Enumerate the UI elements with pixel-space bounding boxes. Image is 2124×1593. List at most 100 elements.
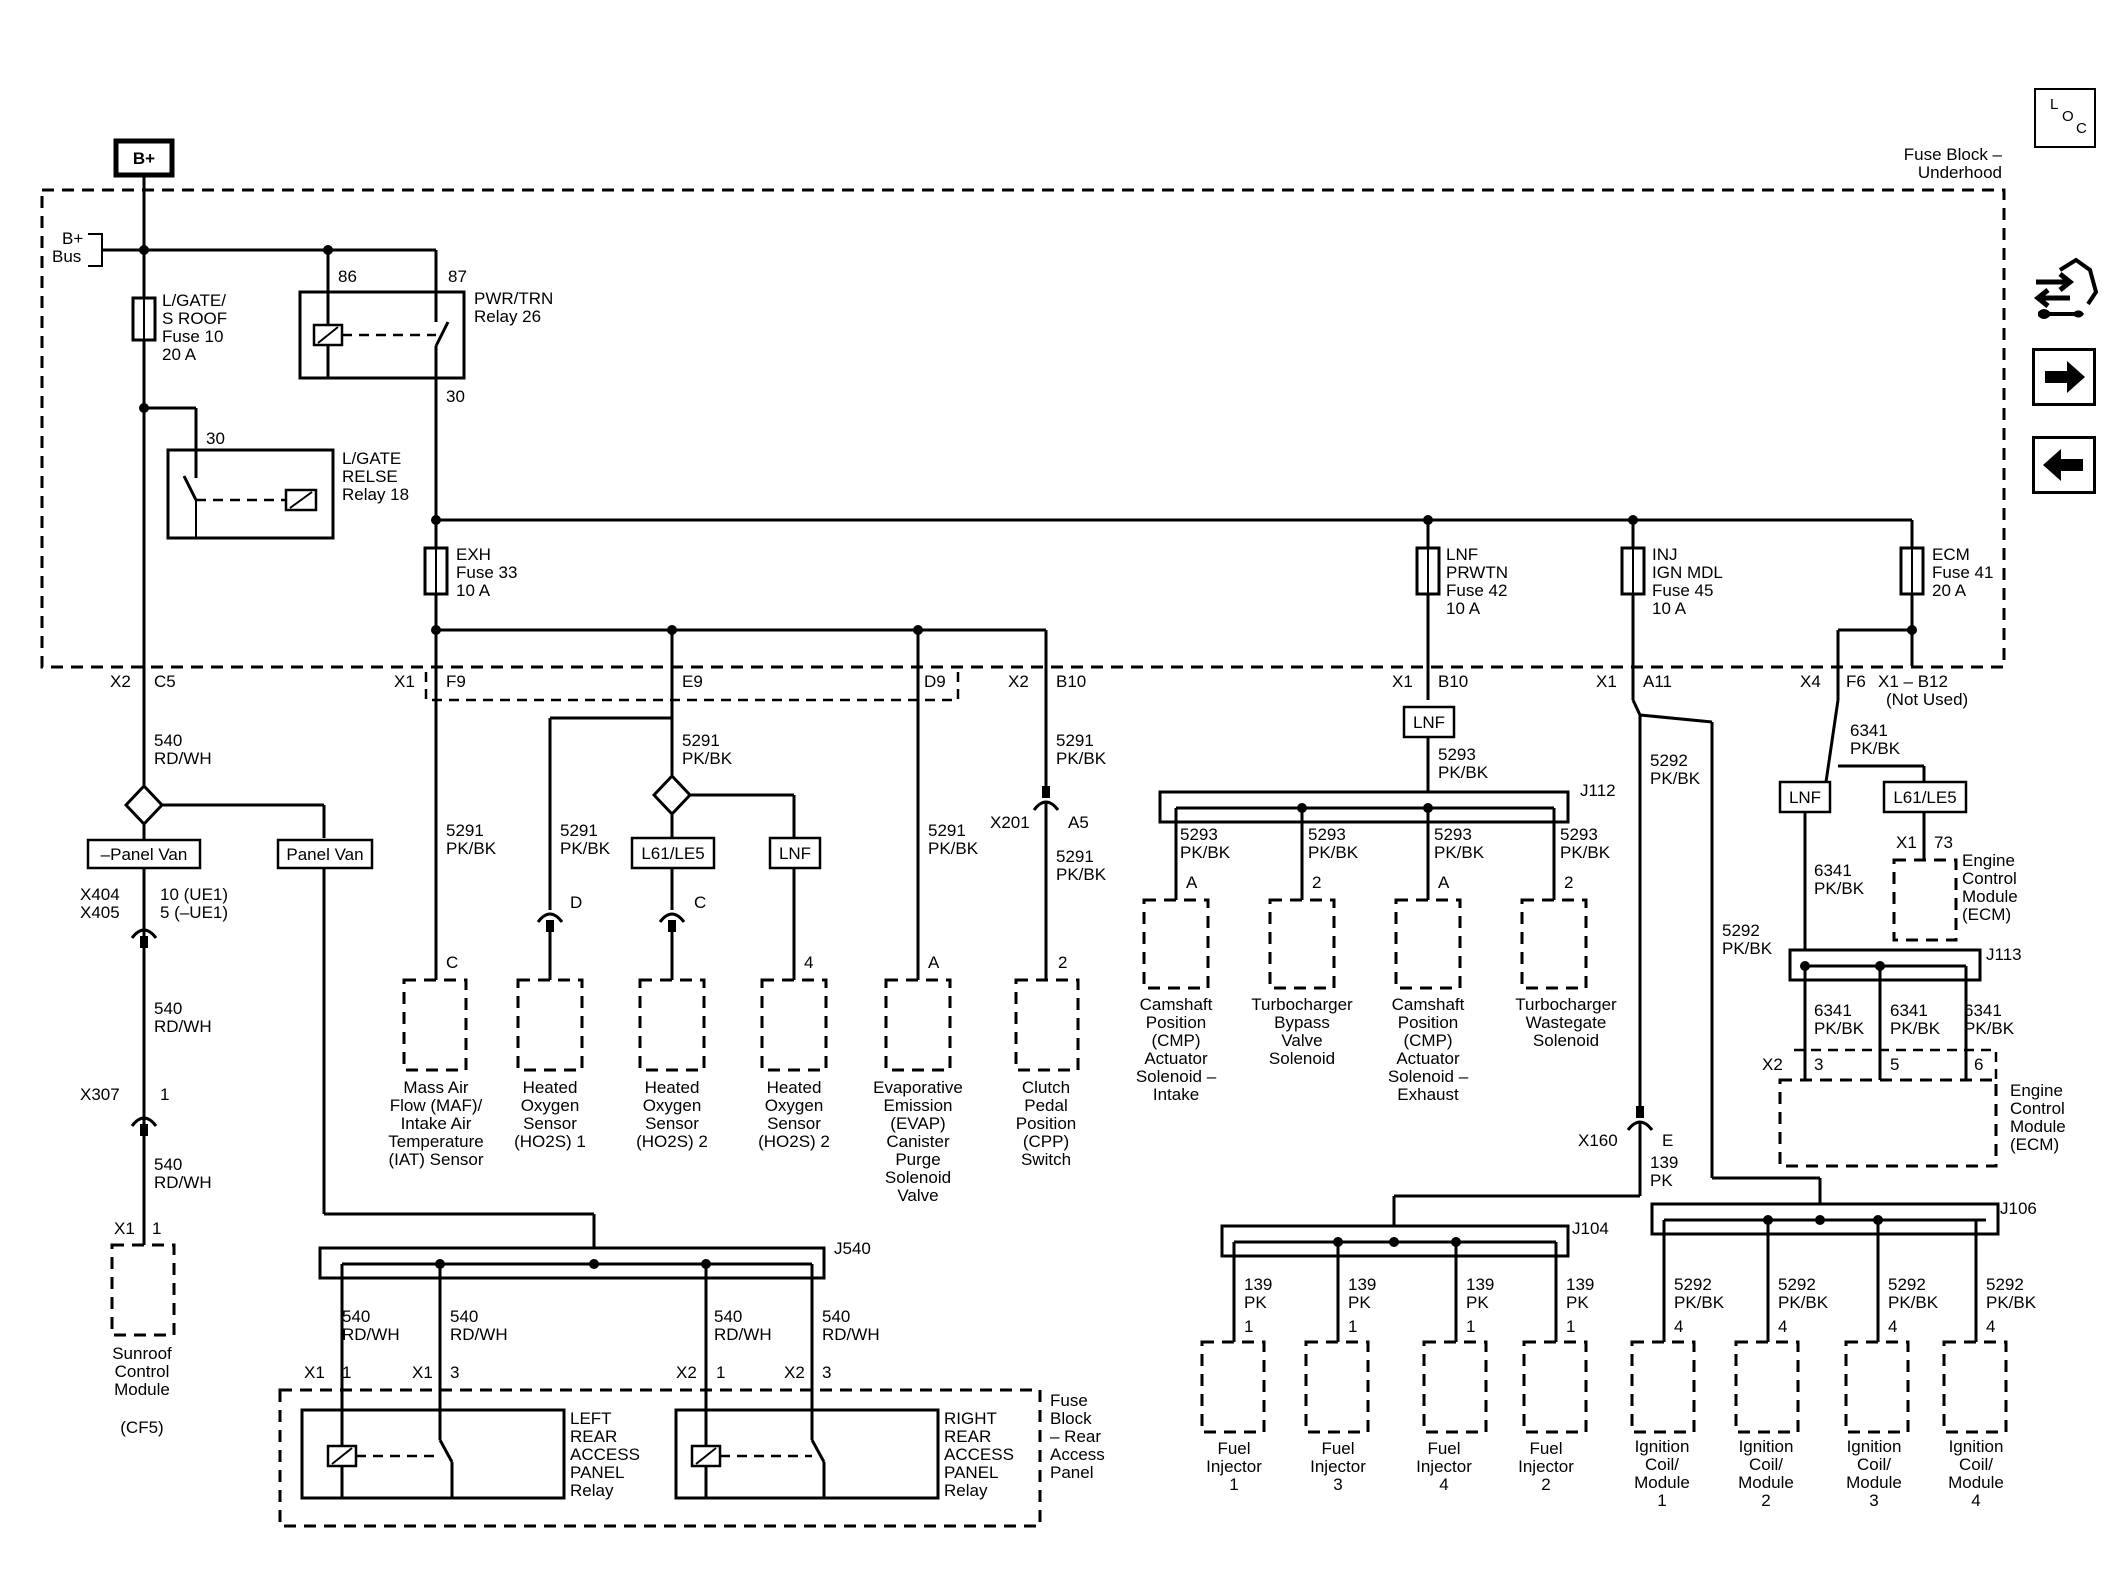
- turbocharger-bypass-valve-solenoid: [1268, 898, 1336, 990]
- ic2-pin: 4: [1778, 1317, 1787, 1336]
- j113-label: J113: [1986, 945, 2022, 964]
- fuel-injector-3: [1304, 1340, 1370, 1434]
- wire-5291-cpp-2: 5291: [1056, 847, 1094, 866]
- ecm-fuse-label-3: 20 A: [1932, 581, 1967, 600]
- j540-label: J540: [834, 1239, 871, 1258]
- previous-page-arrow-icon[interactable]: [2032, 436, 2096, 494]
- connector-views-icon[interactable]: [2030, 252, 2102, 328]
- ecm-pin-3: 3: [1814, 1055, 1823, 1074]
- clutch-pedal-position-switch: [1014, 978, 1080, 1072]
- evap-label-2: Emission: [884, 1096, 953, 1115]
- ecm-top-label-2: Control: [1962, 869, 2017, 888]
- wire-pkbk-5293-1: PK/BK: [1180, 843, 1231, 862]
- lrelay-label-2: REAR: [570, 1427, 617, 1446]
- loc-icon[interactable]: L O C: [2034, 88, 2096, 148]
- tws-label-2: Wastegate: [1526, 1013, 1607, 1032]
- fbr-label-1: Fuse: [1050, 1391, 1088, 1410]
- wire-5293-4: 5293: [1560, 825, 1598, 844]
- ic2-label-3: Module: [1738, 1473, 1794, 1492]
- ic2-label-2: Coil/: [1749, 1455, 1783, 1474]
- pin-r1: 1: [716, 1363, 725, 1382]
- lnf-label-3: Fuse 42: [1446, 581, 1507, 600]
- wire-pkbk-e9: PK/BK: [682, 749, 733, 768]
- rr-color-2: RD/WH: [822, 1325, 880, 1344]
- ecm-bot-label-4: (ECM): [2010, 1135, 2059, 1154]
- ecm-bot-label-1: Engine: [2010, 1081, 2063, 1100]
- option-lnf-b10-label: LNF: [1413, 713, 1445, 732]
- fuel-injector-1: [1200, 1340, 1266, 1434]
- cpp-label-2: Pedal: [1024, 1096, 1067, 1115]
- wire-5291-ho2s1: 5291: [560, 821, 598, 840]
- ecm-bot-label-2: Control: [2010, 1099, 2065, 1118]
- loc-letter-o: O: [2062, 108, 2074, 125]
- wire-pk-139: PK: [1650, 1171, 1673, 1190]
- fi3-label-1: Fuel: [1321, 1439, 1354, 1458]
- conn-x160: X160: [1578, 1131, 1618, 1150]
- rrelay-label-5: Relay: [944, 1481, 988, 1500]
- ic4-label-2: Coil/: [1959, 1455, 1993, 1474]
- ic1-wire: 5292: [1674, 1275, 1712, 1294]
- fuse10-label-3: Fuse 10: [162, 327, 223, 346]
- ignition-coil-module-1: [1630, 1340, 1696, 1434]
- wire-540-3: 540: [154, 1155, 182, 1174]
- rrelay-label-1: RIGHT: [944, 1409, 997, 1428]
- j112-label: J112: [1580, 781, 1616, 800]
- wire-pkbk-6341-c: PK/BK: [1814, 1019, 1865, 1038]
- ho2s2a-label-2: Oxygen: [643, 1096, 702, 1115]
- ic2-label-1: Ignition: [1739, 1437, 1794, 1456]
- cpp-pin: 2: [1058, 953, 1067, 972]
- relay18-label-2: RELSE: [342, 467, 398, 486]
- fuse10-label-4: 20 A: [162, 345, 197, 364]
- evap-label-4: Canister: [886, 1132, 950, 1151]
- ic1-color: PK/BK: [1674, 1293, 1725, 1312]
- wire-pkbk-5293-2: PK/BK: [1308, 843, 1359, 862]
- fi2-label-3: 2: [1541, 1475, 1550, 1494]
- relay26-label-2: Relay 26: [474, 307, 541, 326]
- ic4-label-3: Module: [1948, 1473, 2004, 1492]
- fi1-color: PK: [1244, 1293, 1267, 1312]
- conn-x1-f9: X1: [394, 672, 415, 691]
- maf-iat-sensor: [402, 978, 468, 1072]
- ignition-coil-module-2: [1734, 1340, 1800, 1434]
- option-l61-le5-label: L61/LE5: [641, 844, 704, 863]
- option-lnf-ecm: [1778, 780, 1832, 814]
- fi1-label-1: Fuel: [1217, 1439, 1250, 1458]
- evap-label-7: Valve: [897, 1186, 938, 1205]
- ic2-color: PK/BK: [1778, 1293, 1829, 1312]
- wire-6341-d: 6341: [1890, 1001, 1928, 1020]
- wire-pkbk-cpp-1: PK/BK: [1056, 749, 1107, 768]
- fbr-label-2: Block: [1050, 1409, 1092, 1428]
- wire-pkbk-5293-4: PK/BK: [1560, 843, 1611, 862]
- conn-a11: A11: [1643, 672, 1672, 691]
- tbv-pin: 2: [1312, 873, 1321, 892]
- exh-label-2: Fuse 33: [456, 563, 517, 582]
- conn-x2-r1: X2: [676, 1363, 697, 1382]
- wire-139: 139: [1650, 1153, 1678, 1172]
- ho2s2b-label-2: Oxygen: [765, 1096, 824, 1115]
- ic3-pin: 4: [1888, 1317, 1897, 1336]
- cmpi-label-1: Camshaft: [1140, 995, 1213, 1014]
- ignition-coil-module-3: [1844, 1340, 1910, 1434]
- ecm-top-label-4: (ECM): [1962, 905, 2011, 924]
- ic4-label-4: 4: [1971, 1491, 1980, 1510]
- cpp-label-3: Position: [1016, 1114, 1076, 1133]
- next-page-arrow-icon[interactable]: [2032, 348, 2096, 406]
- sunroof-label-4: (CF5): [120, 1418, 163, 1437]
- conn-x2-left: X2: [110, 672, 131, 691]
- option-l61-le5-ecm: [1882, 780, 1968, 814]
- option-lnf-label: LNF: [779, 844, 811, 863]
- fuse-block-rear-access-panel-boundary: [278, 1388, 1042, 1528]
- cmpe-label-5: Solenoid –: [1388, 1067, 1469, 1086]
- fi3-wire: 139: [1348, 1275, 1376, 1294]
- fi1-label-3: 1: [1229, 1475, 1238, 1494]
- conn-e9: E9: [682, 672, 703, 691]
- relay26-label-1: PWR/TRN: [474, 289, 553, 308]
- loc-letter-c: C: [2076, 120, 2087, 137]
- sunroof-label-1: Sunroof: [112, 1344, 172, 1363]
- lrelay-label-4: PANEL: [570, 1463, 625, 1482]
- ic1-pin: 4: [1674, 1317, 1683, 1336]
- conn-x1-l1: X1: [304, 1363, 325, 1382]
- fi4-wire: 139: [1466, 1275, 1494, 1294]
- conn-a5: A5: [1068, 813, 1089, 832]
